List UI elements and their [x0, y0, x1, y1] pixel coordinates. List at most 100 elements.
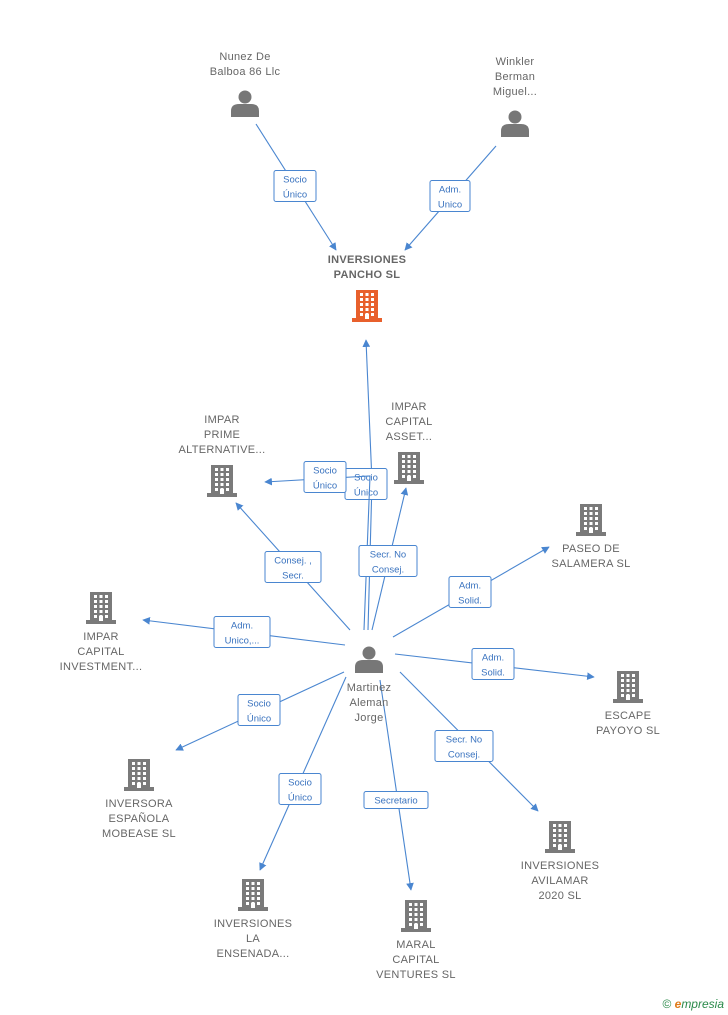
node-label: ASSET...	[386, 431, 432, 443]
edge-label-box[interactable]	[448, 576, 492, 608]
edge-label-text: Único	[283, 190, 307, 201]
edge-label-box[interactable]	[237, 694, 281, 726]
edge-label-text: Adm.	[439, 185, 461, 196]
edge-martinez-impar_invest[interactable]: Adm.Unico,...	[142, 616, 346, 648]
edge-label-box[interactable]	[303, 461, 347, 493]
edge-label-text: Consej.	[372, 565, 404, 576]
node-label: CAPITAL	[392, 954, 439, 966]
edge-label-text: Secr. No	[370, 550, 406, 561]
edge-label-text: Adm.	[459, 581, 481, 592]
edge-label-text: Consej. ,	[274, 556, 312, 567]
node-label: MOBEASE SL	[102, 828, 176, 840]
node-ensenada[interactable]: INVERSIONESLAENSENADA...	[214, 879, 293, 960]
node-inversora[interactable]: INVERSORA ESPAÑOLA MOBEASE SL	[102, 759, 176, 840]
edge-winkler-inv_pancho[interactable]: Adm. Unico	[404, 145, 497, 251]
edge-label-box[interactable]	[471, 648, 515, 680]
building-icon	[401, 900, 431, 932]
node-avilamar[interactable]: INVERSIONES AVILAMAR 2020 SL	[521, 821, 600, 902]
edge-label-text: Único	[288, 793, 312, 804]
node-label: ESPAÑOLA	[109, 812, 170, 825]
node-winkler[interactable]: WinklerBermanMiguel...	[493, 56, 537, 137]
node-label: 2020 SL	[538, 890, 581, 902]
edge-label-box[interactable]	[278, 773, 322, 805]
building-icon	[238, 879, 268, 911]
edge-martinez-impar_prime[interactable]: Consej. , Secr.	[235, 502, 351, 631]
building-icon	[394, 452, 424, 484]
copyright-symbol: ©	[662, 997, 672, 1011]
node-label: Jorge	[354, 712, 383, 724]
node-label: Nunez De	[219, 51, 270, 63]
node-impar_asset[interactable]: IMPAR CAPITAL ASSET...	[385, 401, 432, 484]
node-label: VENTURES SL	[376, 969, 456, 981]
node-label: IMPAR	[83, 631, 119, 643]
node-label: Berman	[495, 71, 535, 83]
node-inv_pancho[interactable]: INVERSIONES PANCHO SL	[328, 254, 407, 322]
node-label: IMPAR	[391, 401, 427, 413]
edge-martinez-paseo[interactable]: Adm.Solid.	[392, 546, 550, 638]
node-label: INVESTMENT...	[60, 661, 143, 673]
edge-label-text: Adm.	[482, 653, 504, 664]
edge-label-text: Secr.	[282, 571, 304, 582]
edge-label-text: Único	[247, 714, 271, 725]
edge-label-text: Solid.	[481, 668, 505, 679]
edge-label-text: Secretario	[374, 796, 417, 807]
edge-label-text: Unico,...	[225, 636, 260, 647]
node-label: INVERSIONES	[521, 860, 600, 872]
edge-martinez-impar_asset[interactable]: Secr. No Consej.	[358, 487, 418, 631]
building-icon	[613, 671, 643, 703]
node-label: SALAMERA SL	[551, 558, 630, 570]
edge-label-box[interactable]	[213, 616, 271, 648]
edge-martinez-escape[interactable]: Adm. Solid.	[394, 648, 595, 681]
brand-footer[interactable]: © empresia	[662, 997, 724, 1011]
building-icon	[86, 592, 116, 624]
node-label: Aleman	[349, 697, 388, 709]
node-label: CAPITAL	[385, 416, 432, 428]
node-label: PANCHO SL	[334, 269, 401, 281]
node-nunez[interactable]: Nunez De Balboa 86 Llc	[210, 51, 281, 117]
node-label: AVILAMAR	[531, 875, 588, 887]
node-impar_invest[interactable]: IMPAR CAPITAL INVESTMENT...	[60, 592, 143, 673]
edge-label-text: Único	[354, 488, 378, 499]
node-paseo[interactable]: PASEO DE SALAMERA SL	[551, 504, 630, 570]
person-icon	[501, 110, 529, 137]
edge-label-text: Consej.	[448, 750, 480, 761]
edge-label-box[interactable]	[363, 791, 429, 809]
node-label: CAPITAL	[77, 646, 124, 658]
brand-logo-initial: e	[674, 997, 682, 1011]
edge-label-text: Único	[313, 481, 337, 492]
edge-label-box[interactable]	[264, 551, 322, 583]
edge-label-box[interactable]	[434, 730, 494, 762]
building-icon	[352, 290, 382, 322]
node-label: ENSENADA...	[217, 948, 290, 960]
edge-label-text: Socio	[247, 699, 271, 710]
node-impar_prime[interactable]: IMPARPRIMEALTERNATIVE...	[179, 414, 266, 497]
edge-label-box[interactable]	[429, 180, 471, 212]
edge-label-text: Socio	[288, 778, 312, 789]
node-label: Balboa 86 Llc	[210, 66, 281, 78]
edge-label-text: Unico	[438, 200, 462, 211]
edge-label-box[interactable]	[273, 170, 317, 202]
node-label: INVERSORA	[105, 798, 173, 810]
edge-arrow	[264, 475, 371, 631]
nodes-layer: INVERSIONES PANCHO SL Nunez De Balboa 86 Ll…	[60, 51, 660, 981]
node-label: INVERSIONES	[328, 254, 407, 266]
node-label: PRIME	[204, 429, 240, 441]
person-icon	[355, 646, 383, 673]
brand-logo-text: mpresia	[681, 997, 724, 1011]
node-label: INVERSIONES	[214, 918, 293, 930]
node-label: Martinez	[347, 682, 392, 694]
edge-label-box[interactable]	[358, 545, 418, 577]
building-icon	[207, 465, 237, 497]
node-label: PASEO DE	[562, 543, 620, 555]
edge-martinez-maral[interactable]: Secretario	[363, 679, 429, 891]
